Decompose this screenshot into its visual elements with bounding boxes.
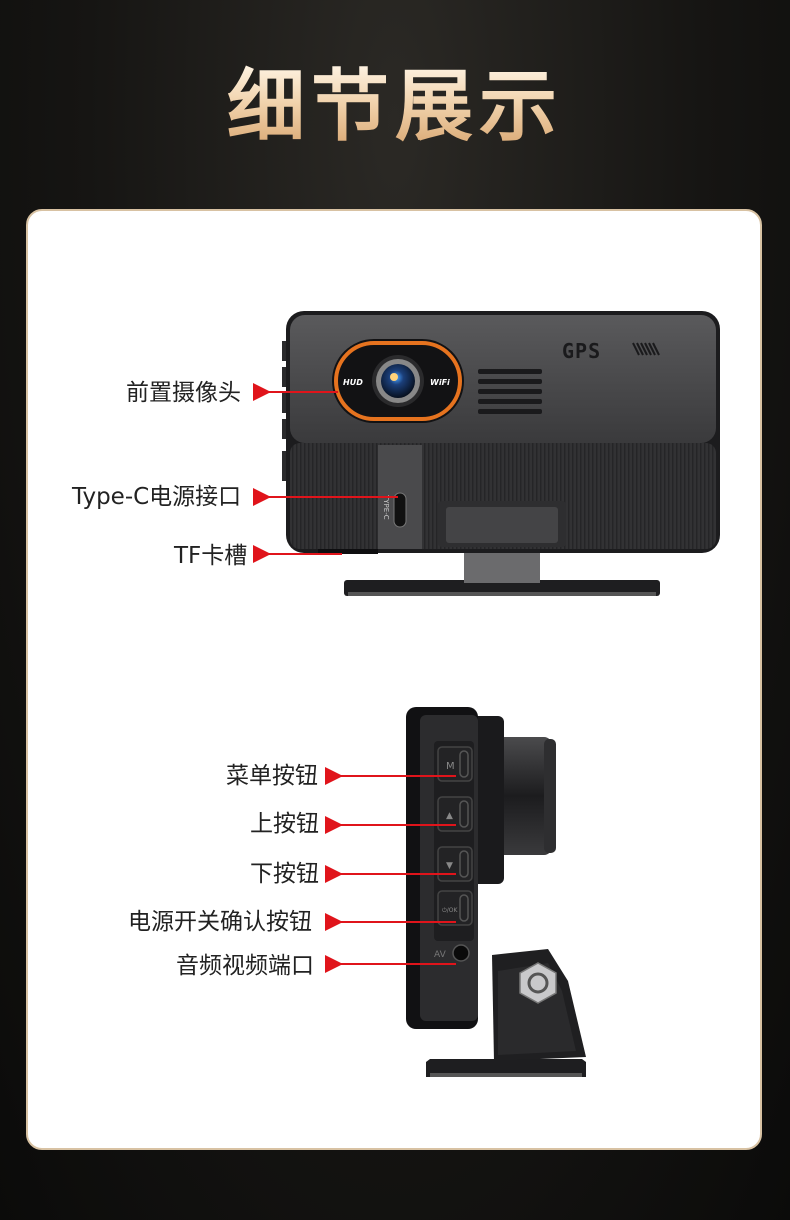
- detail-card: 前置摄像头 Type-C电源接口 TF卡槽 菜单按钮 上按钮 下按钮 电源开关确…: [26, 209, 762, 1150]
- svg-text:▼: ▼: [446, 861, 453, 871]
- wifi-text: WiFi: [430, 378, 450, 387]
- side-button-up: ▲: [437, 796, 473, 832]
- gps-stripes: [632, 342, 660, 356]
- label-up-button: 上按钮: [250, 811, 319, 837]
- speaker-grille: [478, 369, 542, 414]
- side-lens-barrel: [494, 737, 552, 855]
- svg-text:M: M: [446, 761, 455, 772]
- gps-logo: GPS: [562, 339, 601, 363]
- page-title: 细节展示: [0, 62, 790, 152]
- front-device: TYPE-C HUD WiFi GPS: [282, 311, 720, 596]
- svg-text:▲: ▲: [446, 811, 453, 821]
- side-button-down: ▼: [437, 846, 473, 882]
- typec-text: TYPE-C: [382, 494, 390, 520]
- device-illustration: TYPE-C HUD WiFi GPS: [253, 311, 720, 1077]
- label-typec-port: Type-C电源接口: [72, 484, 242, 510]
- typec-port-icon: [393, 492, 407, 528]
- label-av-port: 音频视频端口: [176, 953, 314, 979]
- side-device: M ▲ ▼ ⏻/OK AV: [406, 707, 586, 1077]
- hud-text: HUD: [343, 378, 363, 387]
- av-port-icon: [452, 944, 470, 962]
- label-menu-button: 菜单按钮: [226, 763, 318, 789]
- label-down-button: 下按钮: [250, 861, 319, 887]
- side-button-menu: M: [437, 746, 473, 782]
- camera-lens-icon: [381, 364, 415, 398]
- tf-slot-icon: [318, 549, 378, 554]
- label-front-camera: 前置摄像头: [126, 380, 241, 406]
- label-power-button: 电源开关确认按钮: [128, 909, 312, 935]
- side-base: [426, 1059, 586, 1077]
- side-button-power: ⏻/OK: [437, 890, 473, 926]
- hex-nut-icon: [519, 962, 557, 1004]
- svg-text:⏻/OK: ⏻/OK: [442, 907, 458, 914]
- av-text: AV: [434, 950, 447, 960]
- label-tf-slot: TF卡槽: [174, 543, 248, 569]
